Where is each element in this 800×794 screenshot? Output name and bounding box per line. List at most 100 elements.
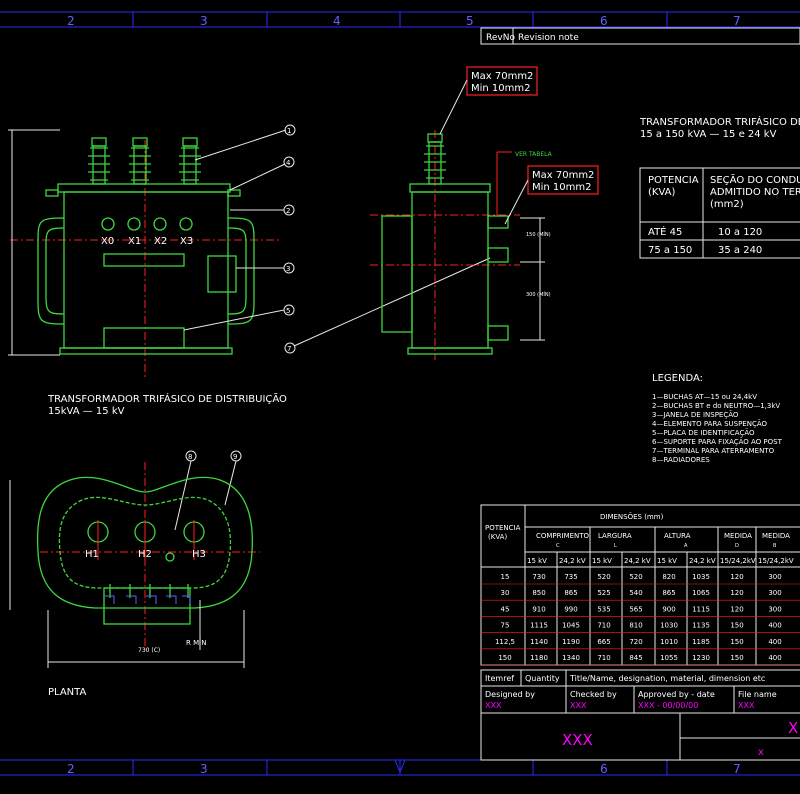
dim-subheader: 15 kV [657,557,677,565]
cable-top-min: Min 10mm2 [471,83,531,94]
callout-4: 4 [286,159,291,167]
cable-side-max: Max 70mm2 [532,170,594,181]
dim-hdr-potencia: POTENCIA [485,524,521,532]
dim-lower: 300 (MÍN) [526,291,551,298]
bushing-x2-label: X2 [154,236,167,247]
tb-quantity: Quantity [525,674,560,683]
dim-cell: 520 [597,573,610,581]
dim-cell: 865 [662,589,675,597]
ver-tabela-label: VER TABELA [515,151,553,158]
tb-file-name: File name [738,690,777,699]
dim-cell: 300 [768,573,781,581]
dim-cell: 150 [498,654,511,662]
dim-cell: 710 [597,622,610,630]
plan-label-h2: H2 [138,549,152,560]
bushing-x0-label: X0 [101,236,114,247]
dim-group-d: D [735,543,739,549]
callouts: 1 4 2 3 5 7 8 9 [174,124,491,531]
dim-subheader: 15/24,2kV [720,557,756,565]
dim-cell: 845 [629,654,642,662]
dim-cell: 112,5 [495,638,515,646]
section-hdr-mm2: (mm2) [710,199,744,210]
zone-top-2: 2 [67,14,75,28]
bushing-x3-label: X3 [180,236,193,247]
dim-subheader: 24,2 kV [559,557,586,565]
bushing-x1-label: X1 [128,236,141,247]
section-row1-power: ATÉ 45 [648,225,682,238]
zone-top-4: 4 [333,14,341,28]
dim-group-comprimento: COMPRIMENTO [536,532,590,540]
drawing-border: 2 3 4 5 6 7 2 3 6 7 [0,11,800,776]
dim-subheader: 24,2 kV [624,557,651,565]
dim-cell: 1180 [530,654,548,662]
dim-cell: 820 [662,573,675,581]
legend-item-5: 5—PLACA DE IDENTIFICAÇÃO [652,428,755,437]
dim-cell: 1230 [692,654,710,662]
tb-itemref: Itemref [485,674,514,683]
section-hdr-potencia: POTENCIA [648,175,699,186]
dim-group-b: B [773,543,777,549]
dim-cell: 400 [768,638,781,646]
tb-checked-val: XXX [570,701,587,710]
dim-cell: 1030 [660,622,678,630]
dim-cell: 810 [629,622,642,630]
section-row2-power: 75 a 150 [648,245,692,256]
tb-big-xxx: XXX [562,731,593,749]
section-table: POTENCIA (KVA) SEÇÃO DO CONDU ADMITIDO N… [639,167,800,259]
dim-cell: 990 [564,605,577,613]
dim-subheader: 15/24,2kV [758,557,794,565]
dim-cell: 120 [730,605,743,613]
dim-cell: 865 [564,589,577,597]
front-caption-line1: TRANSFORMADOR TRIFÁSICO DE DISTRIBUIÇÃO [47,392,287,405]
tb-designed-by: Designed by [485,690,535,699]
side-view: VER TABELA Max 70mm2 Min 10mm2 Max 70mm2… [370,66,599,360]
plan-label-h1: H1 [85,549,99,560]
tb-right-x: X [788,719,798,737]
zone-top-7: 7 [733,14,741,28]
zone-top-5: 5 [466,14,474,28]
dim-cell: 1185 [692,638,710,646]
plan-view: H1 H2 H3 730 (C) R MÍN PLANTA [9,462,260,698]
callout-9: 9 [233,453,237,461]
plan-dim-height: R MÍN [186,638,206,647]
dim-cell: 1340 [562,654,580,662]
dim-cell: 1035 [692,573,710,581]
right-title: TRANSFORMADOR TRIFÁSICO DE 15 a 150 kVA … [639,115,800,140]
dim-upper: 150 (MÍN) [526,231,551,238]
title-block: Itemref Quantity Title/Name, designation… [480,669,800,761]
revision-header: RevNo Revision note [480,27,800,45]
tb-approved-by: Approved by - date [638,690,715,699]
dim-cell: 1190 [562,638,580,646]
dim-cell: 1135 [692,622,710,630]
zone-top-3: 3 [200,14,208,28]
dim-subheader: 15 kV [592,557,612,565]
dim-group-altura: ALTURA [664,532,691,540]
legend-item-1: 1—BUCHAS AT—15 ou 24,4kV [652,393,757,401]
callout-8: 8 [188,453,192,461]
legend-item-7: 7—TERMINAL PARA ATERRAMENTO [652,447,775,455]
section-hdr-admitido: ADMITIDO NO TER [710,187,800,198]
plan-caption: PLANTA [48,687,86,698]
section-hdr-secao: SEÇÃO DO CONDU [710,173,800,186]
dim-cell: 150 [730,654,743,662]
dim-cell: 150 [730,638,743,646]
callout-5: 5 [286,307,290,315]
dim-cell: 400 [768,622,781,630]
dim-subheader: 24,2 kV [689,557,716,565]
dimensions-table: DIMENSÕES (mm) POTENCIA (KVA) COMPRIMENT… [480,504,800,666]
dim-cell: 735 [564,573,577,581]
section-row1-value: 10 a 120 [718,227,762,238]
section-hdr-kva: (KVA) [648,187,676,198]
dim-cell: 565 [629,605,642,613]
legend: LEGENDA: 1—BUCHAS AT—15 ou 24,4kV 2—BUCH… [652,373,783,464]
zone-top-6: 6 [600,14,608,28]
callout-2: 2 [286,207,290,215]
callout-7: 7 [287,345,291,353]
tb-title-name: Title/Name, designation, material, dimen… [569,674,765,683]
dim-group-medida-d: MEDIDA [724,532,752,540]
dim-cell: 120 [730,573,743,581]
dim-cell: 910 [532,605,545,613]
dim-cell: 300 [768,605,781,613]
revno-label: RevNo [486,33,515,43]
